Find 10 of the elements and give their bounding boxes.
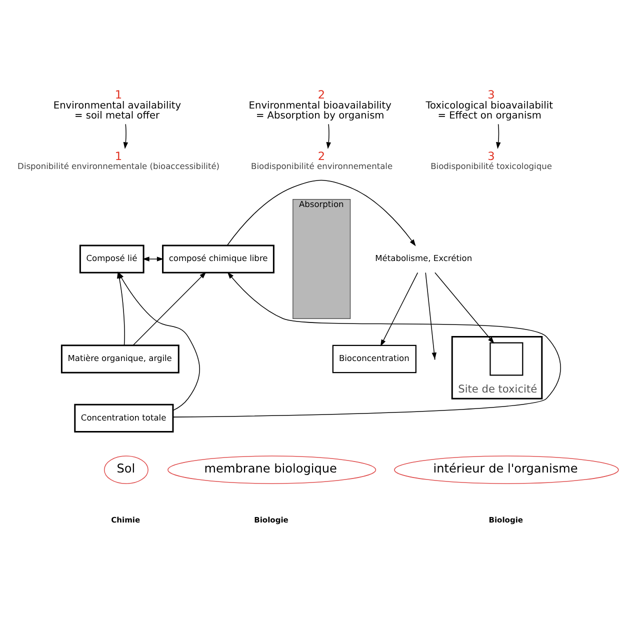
node-text: 2 Environmental bioavailability = Absorption by organism <box>248 88 392 122</box>
label: Biologie <box>488 516 524 525</box>
node-text: 1 Disponibilité environnementale (bioaccessibilité) <box>18 150 220 172</box>
node-text: 1 Environmental availability = soil metal offer <box>53 88 182 122</box>
label: Chimie <box>111 516 140 525</box>
node-text: 3 Biodisponibilité toxicologique <box>430 150 552 172</box>
node-text: Métabolisme, Excrétion <box>375 253 472 264</box>
node-text: 2 Biodisponibilité environnementale <box>251 150 393 172</box>
node-text: 3 Toxicological bioavailabilit = Effect on organism <box>426 88 553 122</box>
label: Biologie <box>254 516 288 525</box>
